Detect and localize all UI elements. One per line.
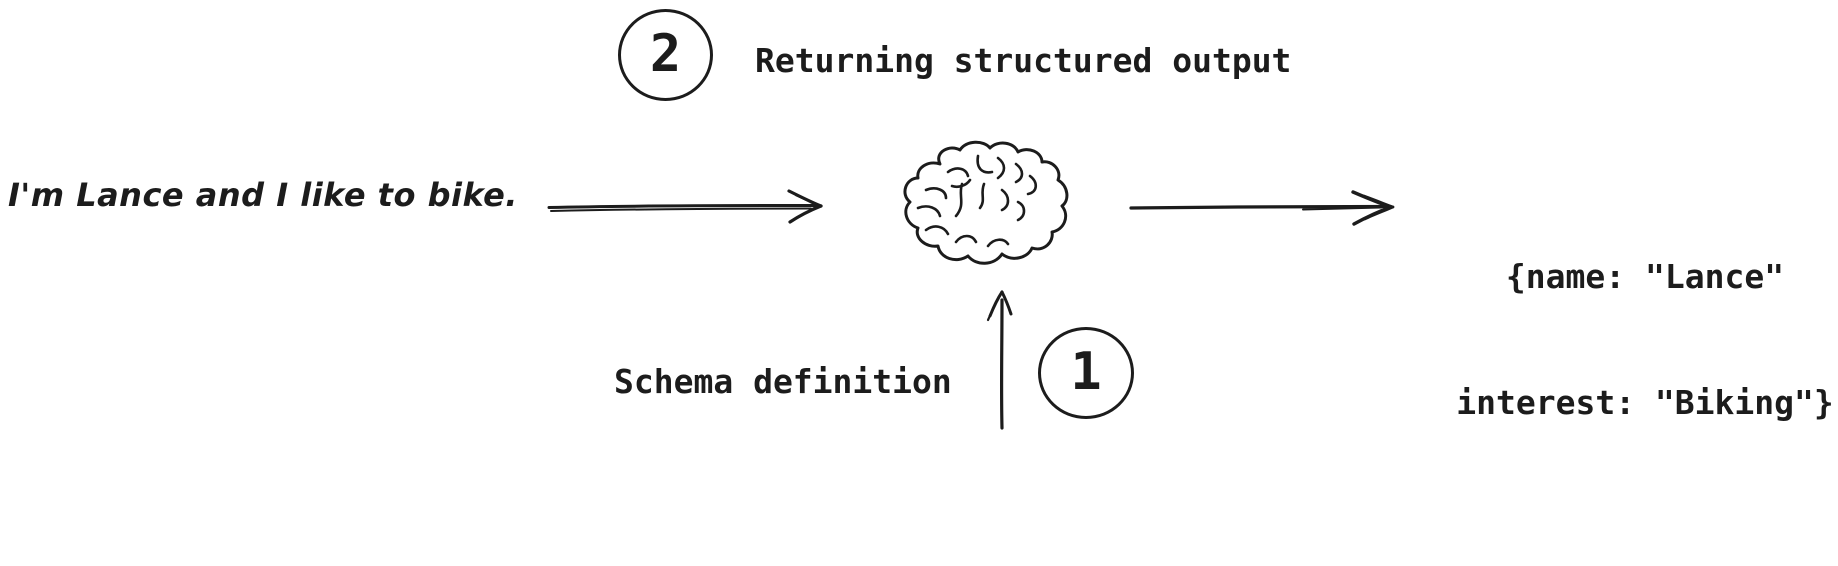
input-arrow-icon — [547, 189, 823, 224]
step-2-label: Returning structured output — [755, 41, 1292, 80]
step-1-number: 1 — [1070, 342, 1102, 402]
schema-definition-text: {name: "Person's name" interest: "Person… — [690, 481, 1310, 566]
step-1-badge: 1 — [1038, 327, 1134, 419]
brain-icon — [903, 140, 1069, 265]
step-2-badge: 2 — [618, 9, 713, 101]
user-input-text: I'm Lance and I like to bike. — [8, 176, 518, 214]
output-arrow-icon — [1129, 190, 1395, 226]
output-line-2: interest: "Biking"} — [1456, 383, 1834, 422]
structured-output-text: {name: "Lance" interest: "Biking"} — [1452, 172, 1838, 508]
output-line-1: {name: "Lance" — [1505, 257, 1785, 296]
step-2-number: 2 — [649, 24, 682, 84]
schema-arrow-icon — [986, 290, 1013, 430]
schema-definition-label: Schema definition — [614, 362, 952, 401]
